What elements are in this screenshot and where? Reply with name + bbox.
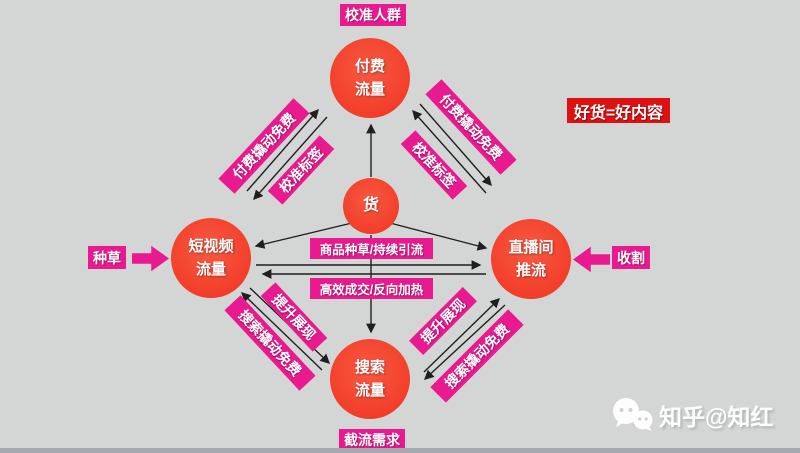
node-search-traffic: 搜索 流量: [330, 339, 410, 419]
node-goods: 货: [343, 178, 399, 234]
tag-seeding: 种草: [88, 246, 126, 269]
label-product-seeding-flow: 商品种草/持续引流: [310, 238, 433, 259]
tag-harvest: 收割: [612, 246, 650, 269]
watermark: 知乎@知红: [610, 396, 773, 434]
node-short-video-traffic: 短视频 流量: [171, 218, 251, 298]
watermark-text: 知乎@知红: [659, 404, 774, 430]
tag-intercept-demand: 截流需求: [339, 429, 405, 451]
chat-bubbles-icon: [613, 398, 653, 431]
label-efficient-deal-reheat: 高效成交/反向加热: [310, 278, 433, 299]
node-live-room-push: 直播间 推流: [491, 219, 571, 299]
tag-calibrate-audience: 校准人群: [340, 4, 406, 26]
equation-good-goods-content: 好货=好内容: [567, 98, 670, 123]
bottom-bar: [0, 448, 800, 453]
node-paid-traffic: 付费 流量: [330, 38, 410, 118]
